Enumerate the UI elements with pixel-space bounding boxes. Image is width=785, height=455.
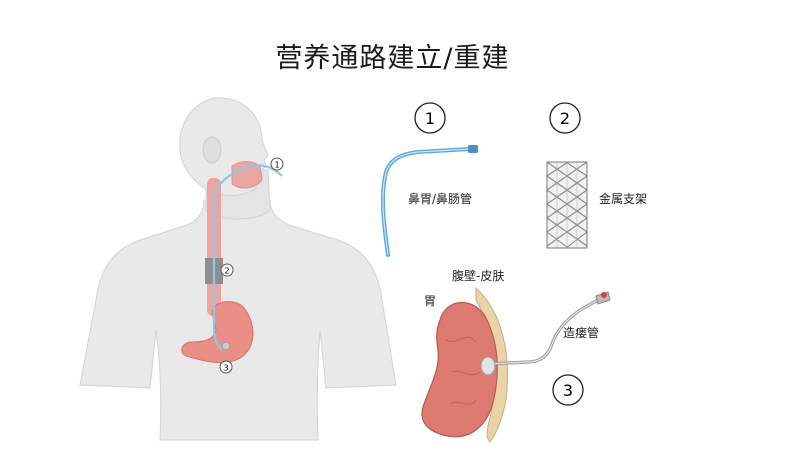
gastrostomy-bumper bbox=[480, 356, 496, 376]
fistula-tube-port bbox=[595, 291, 611, 305]
stomach-texture bbox=[445, 336, 481, 405]
metal-stent bbox=[546, 161, 588, 249]
fistula-tube-label: 造瘘管 bbox=[563, 326, 600, 340]
stomach-label: 胃 bbox=[424, 294, 437, 308]
panel-3-number: 3 bbox=[552, 374, 584, 406]
marker-text: 2 bbox=[224, 267, 229, 276]
figure-marker-3: 3 bbox=[219, 360, 233, 374]
abdominal-wall-label: 腹壁-皮肤 bbox=[452, 269, 505, 283]
metal-stent-label: 金属支架 bbox=[599, 192, 648, 206]
ear bbox=[202, 136, 222, 164]
panel-1-number: 1 bbox=[414, 102, 446, 134]
gastrostomy-site bbox=[221, 341, 231, 351]
fistula-tube-highlight bbox=[487, 299, 599, 365]
nasal-tube-label: 鼻胃/鼻肠管 bbox=[408, 192, 473, 206]
figure-stomach bbox=[181, 301, 254, 363]
panel-2-number: 2 bbox=[549, 102, 581, 134]
marker-text: 1 bbox=[274, 161, 279, 170]
nasal-tube-connector bbox=[468, 145, 478, 153]
figure-marker-1: 1 bbox=[270, 157, 284, 171]
marker-text: 3 bbox=[223, 364, 228, 373]
figure-marker-2: 2 bbox=[220, 263, 234, 277]
panel-stomach bbox=[421, 301, 498, 438]
page-title: 营养通路建立/重建 bbox=[275, 43, 510, 74]
panel-number-text: 3 bbox=[563, 381, 573, 400]
panel-number-text: 1 bbox=[425, 109, 435, 128]
nasal-tube-highlight bbox=[382, 148, 471, 256]
panel-number-text: 2 bbox=[560, 109, 570, 128]
human-figure bbox=[79, 97, 397, 441]
oral-cavity bbox=[231, 161, 263, 189]
nasal-tube-line bbox=[212, 164, 283, 351]
